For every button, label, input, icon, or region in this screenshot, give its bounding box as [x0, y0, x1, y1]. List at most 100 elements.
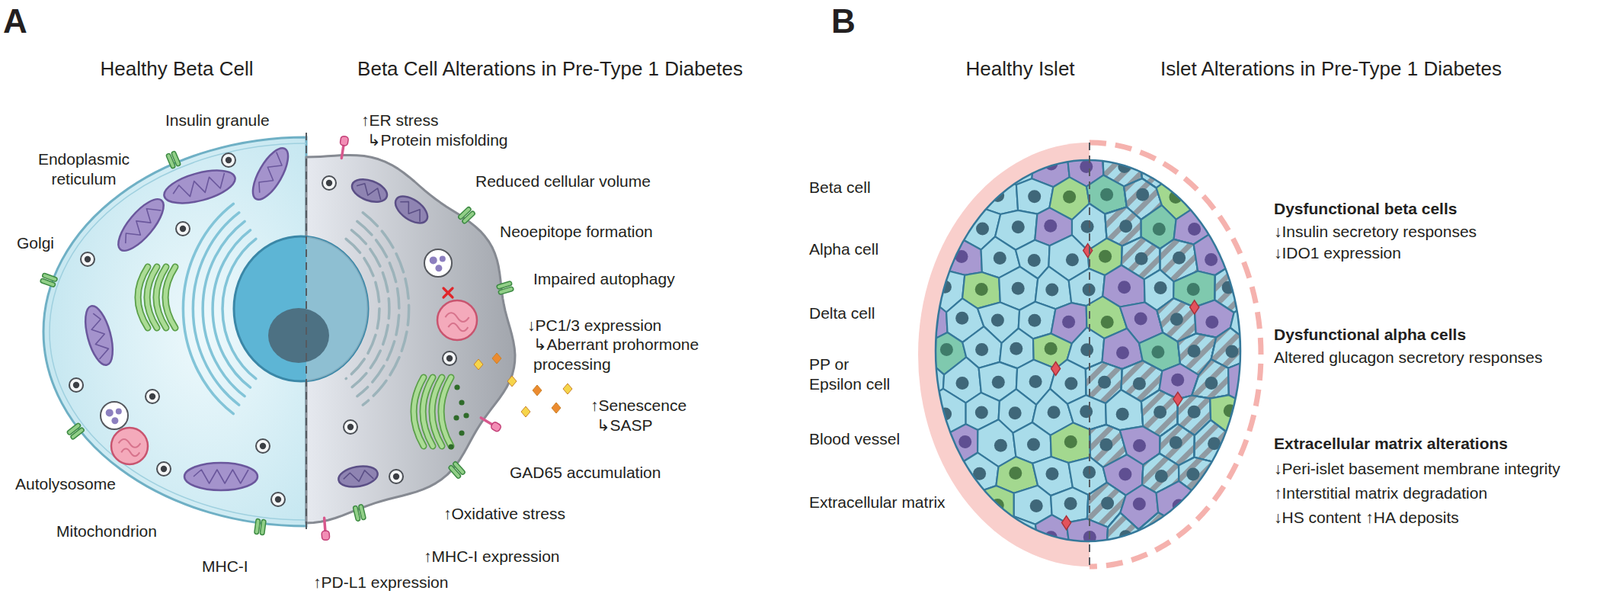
granule-membrane — [442, 351, 457, 365]
cell-nucleus — [1062, 190, 1076, 204]
granule-core — [275, 496, 282, 503]
cell-type-label: Beta cell — [809, 177, 871, 198]
pd-l1-molecule — [337, 135, 349, 159]
blood-vessel — [1083, 243, 1093, 258]
cargo — [429, 256, 438, 264]
cristae — [342, 468, 375, 484]
sasp-factor — [492, 352, 502, 364]
granule-core — [446, 355, 453, 362]
cell-nucleus — [1152, 222, 1166, 236]
cell-nucleus — [955, 311, 969, 325]
lysosome-membrane — [111, 427, 148, 464]
cell-nucleus — [1169, 435, 1183, 449]
cell-nucleus — [1047, 405, 1061, 419]
cell-nucleus — [992, 375, 1005, 389]
mitochondrion — [80, 302, 119, 368]
alteration-label: ↑Interstitial matrix degradation — [1273, 483, 1488, 503]
granule-core — [179, 225, 186, 232]
dysfunctional-beta-cell — [1193, 419, 1232, 462]
mitochondrion — [336, 463, 380, 490]
cell-nucleus — [1079, 404, 1093, 418]
alteration-label: ↓HS content ↑HA deposits — [1273, 507, 1460, 528]
lysosome-content — [444, 312, 469, 322]
mitochondrion-outer — [80, 302, 119, 368]
cell-nucleus — [921, 376, 935, 390]
cell-nucleus — [1081, 220, 1095, 234]
mitochondrion-outer — [246, 143, 295, 205]
beta-cell — [1191, 358, 1229, 398]
cell-nucleus — [1119, 219, 1133, 233]
cell-nucleus — [1152, 528, 1166, 541]
cell-nucleus — [1065, 252, 1079, 266]
granule-core — [149, 393, 156, 400]
lysosome-content — [121, 448, 140, 457]
mhc-i-receptor — [66, 422, 85, 440]
cell-nucleus — [1045, 282, 1059, 296]
pd-l1-stalk — [341, 144, 344, 159]
mhc-i-receptor — [496, 280, 515, 295]
structure-label: Mitochondrion — [56, 521, 157, 541]
cargo — [439, 256, 446, 263]
cell-nucleus — [991, 313, 1005, 327]
mhc-chain — [448, 464, 461, 480]
cell-nucleus — [1030, 499, 1044, 512]
cell-type-label: Blood vessel — [809, 428, 900, 449]
beta-cell-figure — [39, 132, 573, 541]
nucleolus — [268, 307, 330, 363]
panel-title: Beta Cell Alterations in Pre-Type 1 Diab… — [357, 56, 743, 81]
cell-nucleus — [1100, 496, 1114, 510]
gad65-dot — [453, 414, 459, 420]
granule-membrane — [343, 419, 358, 434]
cell-nucleus — [1151, 157, 1165, 171]
insulin-granule — [221, 153, 236, 167]
mitochondrion — [348, 175, 391, 207]
mhc-i-receptor — [39, 272, 58, 288]
blood-vessel — [1190, 300, 1200, 314]
mhc-chain — [498, 286, 515, 295]
alteration-label: ↑PD-L1 expression — [313, 572, 448, 592]
golgi-cisterna — [165, 266, 176, 328]
cell-nucleus — [1242, 373, 1256, 387]
alteration-heading: Dysfunctional beta cells — [1273, 198, 1457, 219]
mhc-i-receptor — [457, 206, 476, 224]
autophagosome-membrane — [424, 249, 452, 277]
granule-core — [326, 179, 333, 186]
lysosome-membrane — [437, 300, 477, 340]
blood-vessel — [1051, 361, 1061, 376]
cell-nucleus — [1187, 344, 1201, 358]
cell-nucleus — [975, 406, 989, 420]
mitochondrion — [160, 163, 239, 210]
blocked-fusion-mark — [443, 288, 453, 298]
cell-nucleus — [1027, 253, 1041, 267]
beta-cell — [1138, 512, 1177, 557]
alpha-cell — [1066, 518, 1109, 557]
structure-label: MHC-I — [201, 556, 249, 576]
divider-line — [305, 132, 308, 534]
cristae — [171, 172, 228, 201]
cell-nucleus — [1097, 375, 1111, 389]
alteration-label: ↓Insulin secretory responses — [1273, 221, 1477, 242]
mitochondrion-outer — [111, 192, 172, 258]
cell-nucleus — [1116, 407, 1130, 421]
cell-nucleus — [1172, 499, 1186, 512]
pd-l1-head — [339, 135, 349, 146]
cell-nucleus — [1011, 220, 1025, 234]
islet-ground — [935, 160, 1241, 541]
blood-vessel — [1173, 391, 1183, 406]
cristae — [87, 311, 111, 359]
mitochondrion — [184, 462, 258, 490]
cargo — [105, 408, 114, 416]
cell-type-label: Alpha cell — [809, 239, 879, 260]
lysosome-content — [448, 323, 468, 331]
alteration-label: ↳SASP — [596, 415, 653, 436]
golgi-cisterna — [441, 377, 452, 446]
cell-nucleus — [1225, 345, 1239, 359]
mitochondrion-outer — [184, 462, 258, 490]
cell-nucleus — [1064, 496, 1078, 510]
sasp-factor — [532, 384, 542, 396]
cell-nucleus — [1046, 467, 1060, 480]
mitochondrion-outer — [336, 463, 380, 490]
cell-nucleus — [1170, 312, 1184, 326]
cell-nucleus — [1187, 282, 1200, 296]
